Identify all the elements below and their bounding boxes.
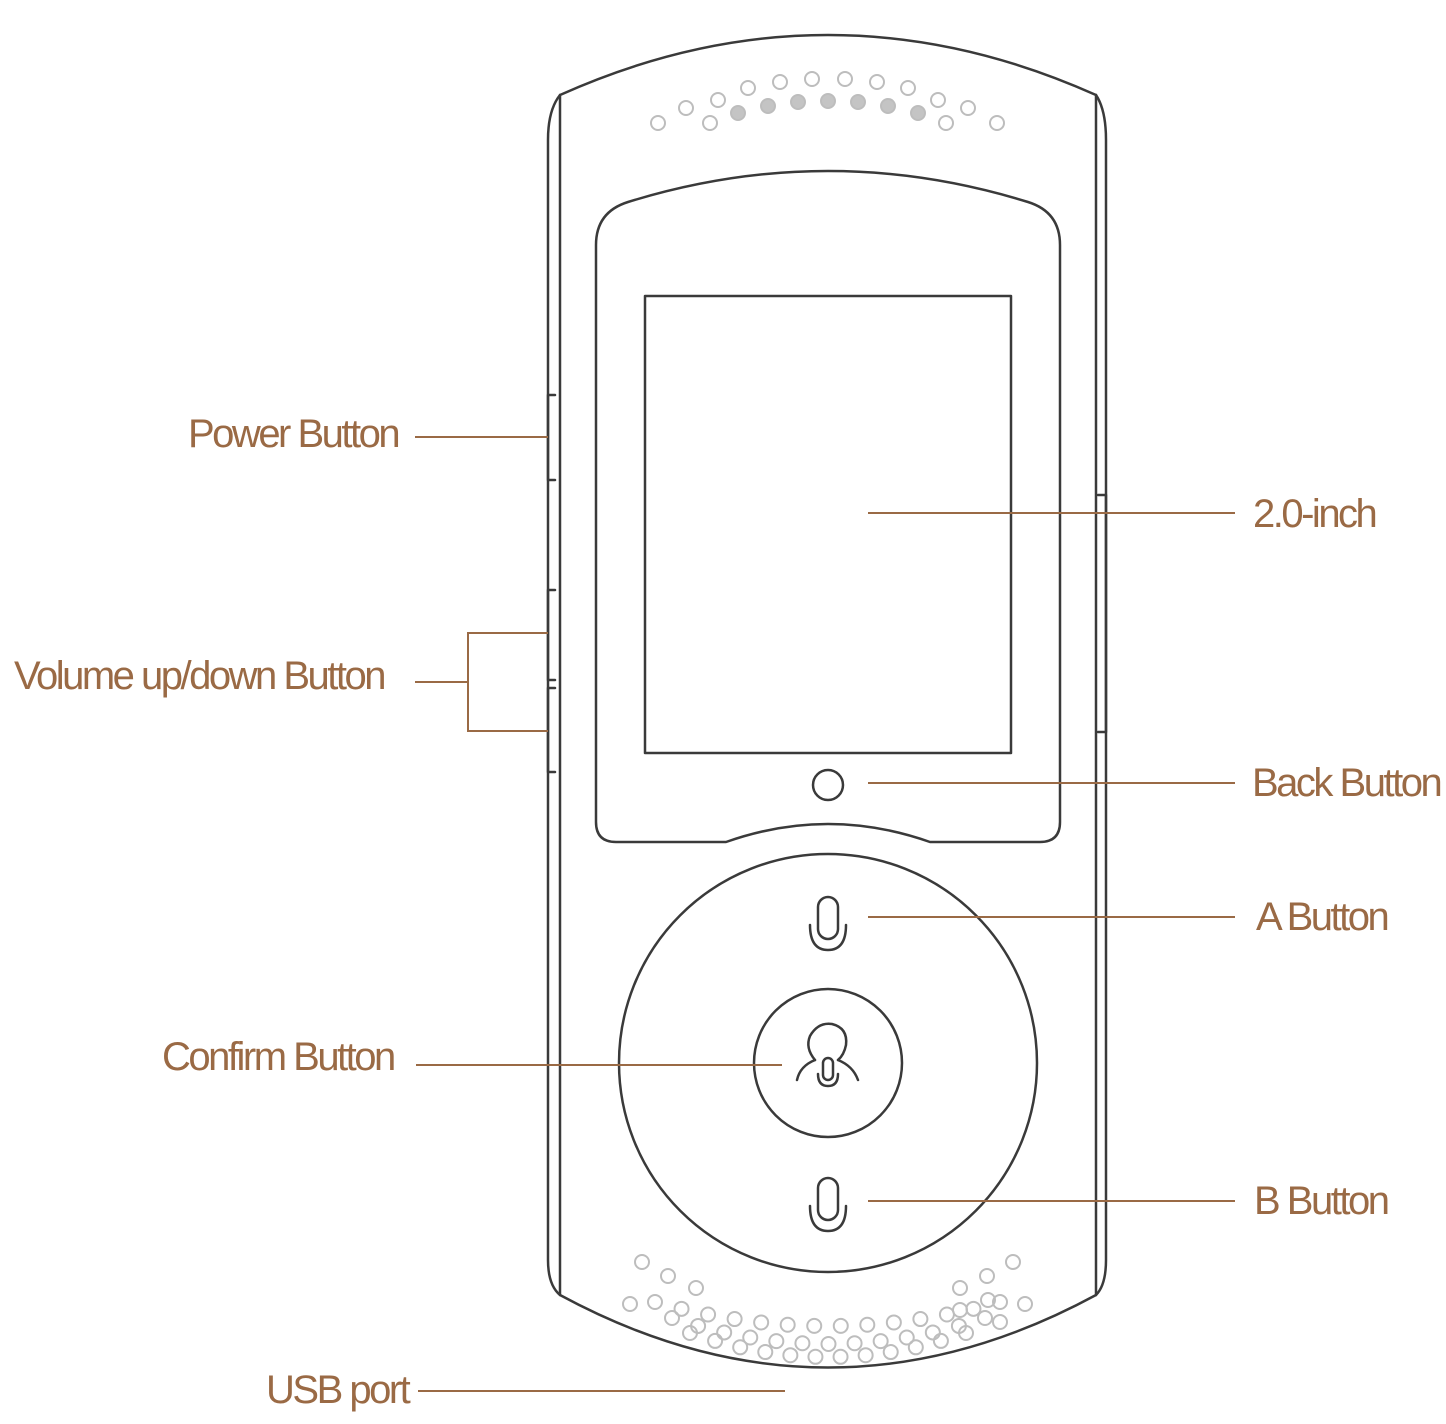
right-edge xyxy=(1094,93,1108,1297)
left-edge xyxy=(546,93,562,1297)
speaker-hole xyxy=(907,1339,924,1356)
speaker-hole xyxy=(832,1317,849,1334)
label-a-button: A Button xyxy=(1256,895,1390,939)
speaker-hole xyxy=(757,1344,774,1361)
speaker-hole xyxy=(782,1347,799,1364)
speaker-hole xyxy=(760,98,776,114)
confirm-button xyxy=(752,987,904,1139)
speaker-hole xyxy=(989,115,1005,131)
a-button-icon xyxy=(808,895,848,952)
speaker-hole xyxy=(664,1310,680,1326)
speaker-hole xyxy=(980,1292,996,1308)
volume-down-side xyxy=(546,686,557,774)
speaker-hole xyxy=(952,1280,968,1296)
power-button-side xyxy=(546,393,557,482)
label-screen-size: 2.0-inch xyxy=(1253,492,1378,536)
speaker-hole xyxy=(700,1306,717,1323)
speaker-hole xyxy=(992,1314,1008,1330)
speaker-hole xyxy=(898,1329,915,1346)
speaker-hole xyxy=(872,1333,889,1350)
speaker-hole xyxy=(647,1294,663,1310)
back-button xyxy=(811,768,845,802)
speaker-hole xyxy=(837,71,853,87)
speaker-hole xyxy=(930,92,946,108)
speaker-hole xyxy=(650,115,666,131)
speaker-hole xyxy=(846,1335,863,1352)
speaker-hole xyxy=(910,105,926,121)
b-button-icon xyxy=(808,1176,848,1233)
screen-bezel xyxy=(594,169,1062,844)
speaker-hole xyxy=(794,1335,811,1352)
speaker-hole xyxy=(979,1268,995,1284)
speaker-hole xyxy=(768,1333,785,1350)
top-speaker-grille xyxy=(650,71,1005,131)
speaker-hole xyxy=(688,1280,704,1296)
label-volume-button: Volume up/down Button xyxy=(14,654,387,698)
speaker-hole xyxy=(880,98,896,114)
speaker-hole xyxy=(716,1324,733,1341)
confirm-icon xyxy=(795,1022,860,1088)
speaker-hole xyxy=(885,1314,902,1331)
speaker-hole xyxy=(958,1325,974,1341)
speaker-hole xyxy=(882,1344,899,1361)
speaker-hole xyxy=(753,1314,770,1331)
speaker-hole xyxy=(938,115,954,131)
device-body xyxy=(558,33,1098,1369)
speaker-hole xyxy=(634,1254,650,1270)
speaker-hole xyxy=(992,1294,1008,1310)
speaker-hole xyxy=(859,1316,876,1333)
speaker-hole xyxy=(850,94,866,110)
speaker-hole xyxy=(857,1347,874,1364)
speaker-hole xyxy=(678,100,694,116)
speaker-hole xyxy=(938,1306,955,1323)
speaker-hole xyxy=(730,105,746,121)
speaker-hole xyxy=(790,94,806,110)
speaker-hole xyxy=(912,1311,929,1328)
right-side-button xyxy=(1096,493,1108,734)
speaker-hole xyxy=(702,115,718,131)
speaker-hole xyxy=(622,1296,638,1312)
speaker-hole xyxy=(820,1336,837,1352)
screen-display xyxy=(643,294,1013,755)
speaker-hole xyxy=(900,80,916,96)
speaker-hole xyxy=(772,74,788,90)
speaker-hole xyxy=(707,1332,724,1349)
speaker-hole xyxy=(832,1348,849,1365)
label-back-button: Back Button xyxy=(1252,761,1443,805)
speaker-hole xyxy=(673,1300,690,1317)
speaker-hole xyxy=(779,1316,796,1333)
speaker-hole xyxy=(869,74,885,90)
label-confirm-button: Confirm Button xyxy=(162,1035,396,1079)
speaker-hole xyxy=(732,1339,749,1356)
label-power-button: Power Button xyxy=(188,412,401,456)
speaker-hole xyxy=(932,1332,949,1349)
speaker-hole xyxy=(1005,1254,1021,1270)
speaker-hole xyxy=(924,1324,941,1341)
speaker-hole xyxy=(952,1302,968,1318)
volume-up-side xyxy=(546,588,557,682)
speaker-hole xyxy=(977,1310,993,1326)
speaker-hole xyxy=(726,1311,743,1328)
speaker-hole xyxy=(806,1317,823,1334)
control-disc xyxy=(617,852,1039,1274)
speaker-hole xyxy=(660,1268,676,1284)
speaker-hole xyxy=(710,92,726,108)
volume-bracket xyxy=(467,632,548,732)
speaker-hole xyxy=(682,1325,698,1341)
speaker-hole xyxy=(960,100,976,116)
bottom-speaker-grille xyxy=(622,1254,1033,1365)
label-usb-port: USB port xyxy=(266,1368,411,1412)
speaker-hole xyxy=(807,1348,824,1365)
speaker-hole xyxy=(820,93,836,109)
label-b-button: B Button xyxy=(1254,1179,1390,1223)
speaker-hole xyxy=(740,80,756,96)
speaker-hole xyxy=(742,1329,759,1346)
speaker-hole xyxy=(1017,1296,1033,1312)
speaker-hole xyxy=(804,71,820,87)
